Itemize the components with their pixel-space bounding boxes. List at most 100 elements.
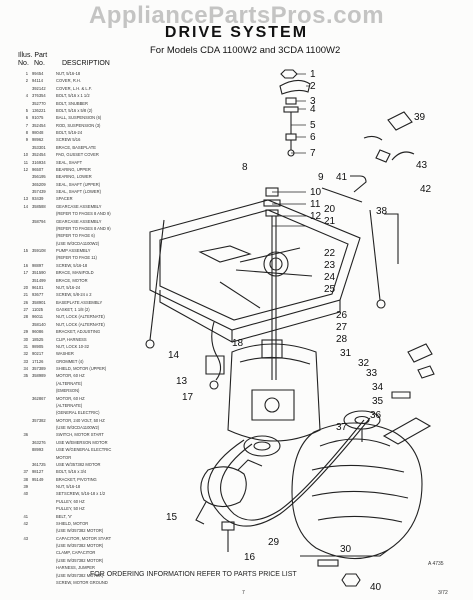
parts-row-no: 42 — [23, 520, 28, 526]
parts-row-no: 35 — [23, 373, 28, 379]
parts-row-no: 38 — [23, 476, 28, 482]
parts-row-part: 351590 — [32, 270, 46, 276]
nut-and-bolt-stack — [279, 69, 311, 157]
parts-row-desc: USE W/EMERSON MOTOR — [56, 439, 108, 445]
parts-row-no: 5 — [25, 107, 28, 113]
parts-row-desc: PAD, GUSSET COVER — [56, 152, 99, 158]
parts-row-desc: BELT, 'V' — [56, 513, 73, 519]
callout-43: 43 — [416, 160, 428, 171]
parts-row-desc: BRACKET, PIVOTING — [56, 476, 97, 482]
parts-row-part: 93677 — [32, 292, 44, 298]
callout-22: 22 — [324, 248, 336, 259]
page-number: 7 — [242, 590, 245, 596]
parts-row-desc: SEAL, SHAFT — [56, 159, 83, 165]
parts-row: PULLEY, 50 HZ — [18, 505, 158, 512]
parts-row-desc: (REFER TO PAGES 8 AND 9) — [56, 211, 111, 217]
parts-row-no: 10 — [23, 152, 28, 158]
parts-row-part: 358901 — [32, 299, 46, 305]
parts-row-desc: USE W/357382 MOTOR — [56, 461, 101, 467]
parts-row-part: 365209 — [32, 181, 46, 187]
parts-row-part: 316934 — [32, 159, 46, 165]
parts-row: (REFER TO PAGE 11) — [18, 254, 158, 261]
parts-row-no: 39 — [23, 484, 28, 489]
callout-30: 30 — [340, 544, 352, 555]
parts-row-part: 359108 — [32, 248, 46, 253]
parts-row: 41 BELT, 'V' — [18, 513, 158, 520]
callout-31: 31 — [340, 348, 352, 359]
callout-16: 16 — [244, 552, 256, 563]
callout-4: 4 — [310, 104, 316, 115]
parts-row: PULLEY, 60 HZ — [18, 498, 158, 505]
parts-row-no: 16 — [23, 262, 28, 268]
figure-code: A 4735 — [428, 561, 444, 567]
parts-row-desc: BOLT, 5/16 x 5/8 (2) — [56, 107, 93, 113]
callout-18: 18 — [232, 338, 244, 349]
callout-15: 15 — [166, 512, 178, 523]
parts-row-desc: PULLEY, 60 HZ — [56, 498, 85, 504]
parts-row-desc: SCREW, 5/8-24 x 2 — [56, 292, 92, 298]
callout-41: 41 — [336, 172, 348, 183]
parts-row-no: 15 — [23, 248, 28, 253]
callout-26: 26 — [336, 310, 348, 321]
parts-row-desc: GASKET, 1 1/8 (2) — [56, 307, 90, 312]
parts-row-desc: NUT, LOCK (ALTERNATE) — [56, 314, 105, 320]
parts-row-desc: (USE W/357382 MOTOR) — [56, 543, 104, 548]
parts-row-desc: SPACER — [56, 196, 73, 202]
callout-3: 3 — [310, 96, 316, 107]
parts-row-desc: BOLT, 5/16 x 1 1/2 — [56, 93, 90, 99]
callout-40: 40 — [370, 582, 382, 593]
parts-row-desc: SWITCH, MOTOR START — [56, 432, 104, 438]
callout-9: 9 — [318, 172, 324, 183]
page-title: DRIVE SYSTEM — [164, 24, 309, 41]
parts-row-part: 356195 — [32, 174, 46, 180]
parts-row-no: 14 — [23, 203, 28, 209]
callout-25: 25 — [324, 284, 336, 295]
parts-row-part: 353301 — [32, 144, 46, 150]
parts-row-desc: BRACE, MANIFOLD — [56, 270, 94, 276]
parts-row-desc: (USE W/357382 MOTOR) — [56, 572, 104, 578]
parts-row: SCREW, MOTOR GROUND — [18, 579, 158, 586]
parts-row: (USE W/357382 MOTOR) — [18, 557, 158, 564]
parts-row-no: 9 — [25, 137, 28, 143]
parts-row-desc: CLIP, HARNESS — [56, 336, 87, 342]
doc-code: 3/72 — [438, 590, 448, 596]
callout-38: 38 — [376, 206, 388, 217]
callout-32: 32 — [358, 358, 370, 369]
parts-row-desc: SCREW, MOTOR GROUND — [56, 579, 108, 585]
parts-row-part: 90217 — [32, 351, 44, 357]
parts-row-part: 96086 — [32, 329, 44, 335]
parts-row-desc: COVER, R.H. — [56, 78, 82, 84]
parts-row-desc: BRACKET, ADJUSTING — [56, 329, 101, 335]
parts-row: (EMERSON) — [18, 387, 158, 394]
parts-row-no: 27 — [23, 307, 28, 312]
parts-row-desc: NUT, 5/16-24 — [56, 284, 81, 290]
parts-row-part: 358140 — [32, 321, 46, 327]
parts-row-no: 41 — [23, 513, 28, 519]
parts-row-no: 11 — [23, 159, 28, 165]
parts-row-desc: (REFER TO PAGE 11) — [56, 255, 97, 261]
callout-24: 24 — [324, 272, 336, 283]
callout-12: 12 — [310, 211, 322, 222]
parts-row-no: 7 — [25, 122, 28, 128]
parts-row-no: 36 — [23, 432, 28, 438]
parts-row-desc: MOTOR — [56, 454, 72, 460]
callout-21: 21 — [324, 216, 336, 227]
callout-1: 1 — [310, 69, 316, 80]
parts-row: (USE W/3CDA1100W2) — [18, 240, 158, 247]
parts-row-desc: BOLT, SNUBBER — [56, 100, 88, 106]
parts-row-part: 352454 — [32, 152, 46, 158]
parts-row-no: 29 — [23, 329, 28, 335]
gearcase-pulley — [243, 435, 281, 457]
capacitor-and-clamp — [391, 343, 435, 399]
parts-row-desc: SCREW, 5/16-18 — [56, 262, 88, 268]
